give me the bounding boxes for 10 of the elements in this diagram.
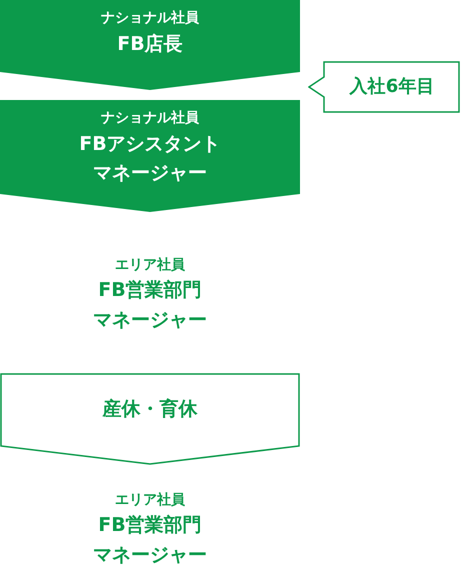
employment-type: ナショナル社員 <box>101 9 199 28</box>
job-title: 入社6年目 <box>350 75 434 100</box>
employment-type: ナショナル社員 <box>100 109 200 128</box>
job-title: FB店長 <box>116 32 184 57</box>
job-title: FB営業部門マネージャー <box>92 278 208 333</box>
job-title: FB営業部門マネージャー <box>92 513 208 568</box>
job-title: FBアシスタントマネージャー <box>78 132 222 186</box>
employment-type: エリア社員 <box>114 490 186 510</box>
job-title: 産休・育休 <box>101 397 198 422</box>
employment-type: エリア社員 <box>114 256 186 275</box>
